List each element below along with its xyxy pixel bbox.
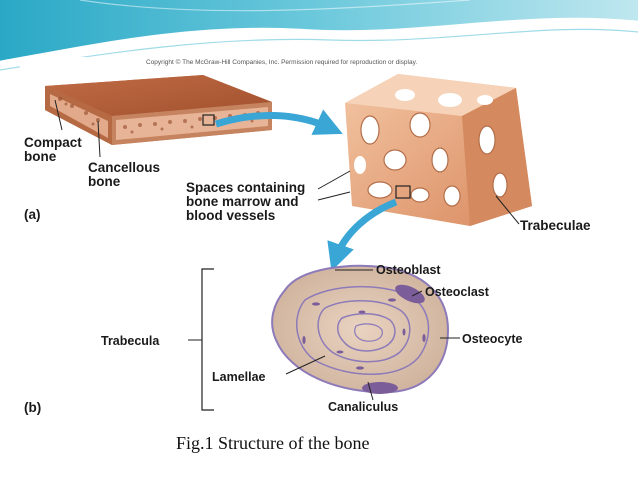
label-trabecula: Trabecula <box>101 334 160 348</box>
leader-lines <box>54 99 520 401</box>
compact-bone-slab-image <box>45 75 272 145</box>
label-osteoblast: Osteoblast <box>376 263 441 277</box>
label-spaces-line1: Spaces containing <box>186 180 305 195</box>
osteoclast-cell <box>395 284 425 304</box>
label-cancellous-line2: bone <box>88 174 121 189</box>
label-lamellae: Lamellae <box>212 370 266 384</box>
label-osteocyte: Osteocyte <box>462 332 522 346</box>
header-decoration <box>0 0 638 71</box>
label-spaces-line2: bone marrow and <box>186 194 299 209</box>
figure-caption: Fig.1 Structure of the bone <box>176 433 370 453</box>
label-osteoclast: Osteoclast <box>425 285 490 299</box>
spongy-bone-block-image <box>345 74 532 226</box>
zoom-box-b <box>395 185 411 199</box>
label-cancellous-line1: Cancellous <box>88 160 160 175</box>
label-trabeculae: Trabeculae <box>520 218 591 233</box>
copyright-text: Copyright © The McGraw-Hill Companies, I… <box>146 58 417 66</box>
label-spaces-line3: blood vessels <box>186 208 275 223</box>
label-canaliculus: Canaliculus <box>328 400 398 414</box>
zoom-box-a <box>202 114 215 126</box>
label-compact-line2: bone <box>24 149 57 164</box>
label-compact-line1: Compact <box>24 135 82 150</box>
zoom-arrow-2 <box>327 198 398 272</box>
zoom-arrow-1 <box>214 109 343 135</box>
label-panel-a: (a) <box>24 207 41 222</box>
osteoclast-cell-lower <box>362 382 398 394</box>
label-panel-b: (b) <box>24 400 41 415</box>
